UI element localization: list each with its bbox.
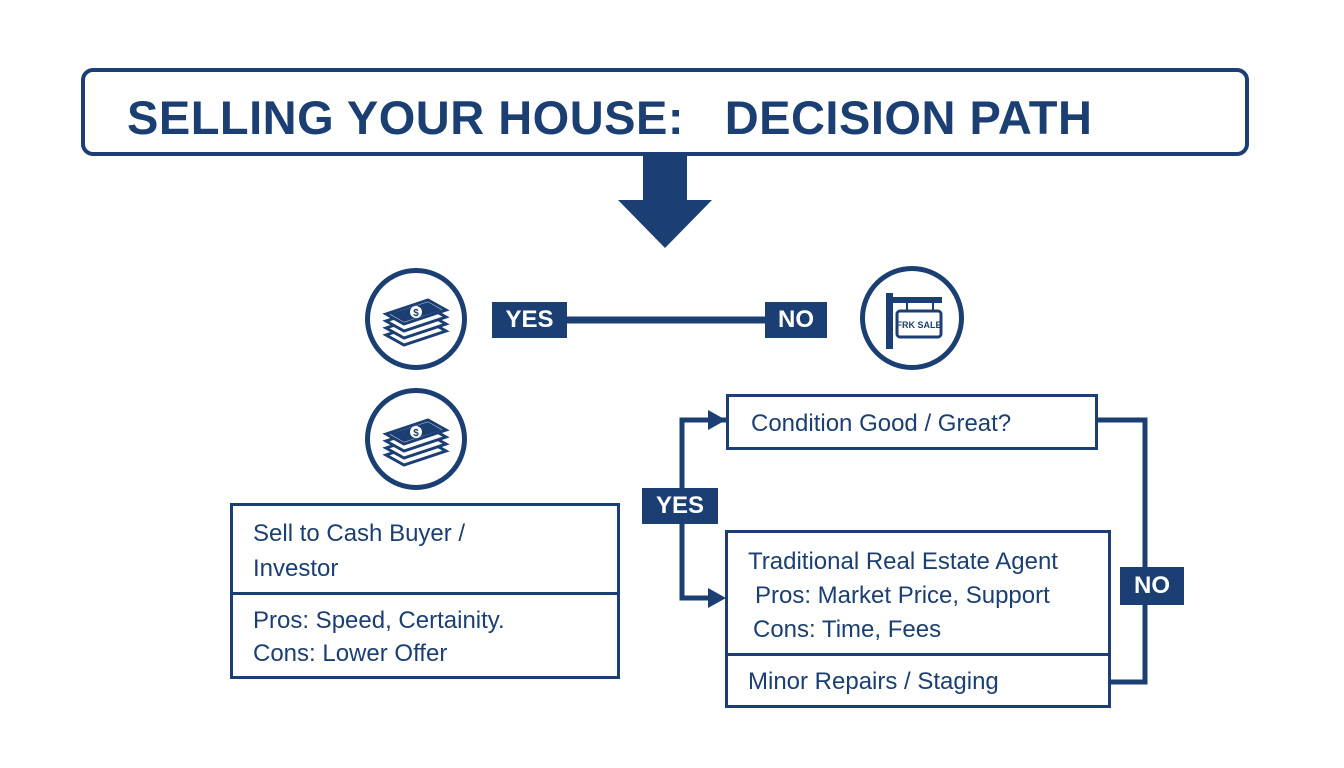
- agent-option-box: Traditional Real Estate Agent Pros: Mark…: [725, 530, 1111, 708]
- cash-buyer-title-line2: Investor: [253, 555, 339, 582]
- condition-question-box: Condition Good / Great?: [726, 394, 1098, 450]
- condition-no-label: NO: [1120, 567, 1184, 605]
- arrowhead-agent: [708, 588, 726, 608]
- agent-divider: [728, 653, 1108, 656]
- condition-yes-label: YES: [642, 488, 718, 524]
- cash-buyer-title-line1: Sell to Cash Buyer /: [253, 520, 466, 547]
- for-sale-sign-icon: FRK SALE: [886, 293, 943, 349]
- cash-stack-icon: $: [382, 418, 450, 467]
- cash-buyer-divider: [233, 592, 617, 595]
- svg-text:$: $: [413, 428, 419, 439]
- cash-buyer-cons: Cons: Lower Offer: [253, 640, 448, 667]
- condition-no-connector: [1098, 417, 1148, 685]
- cash-icon-lower: $: [365, 388, 467, 490]
- repairs-option-text: Minor Repairs / Staging: [748, 668, 999, 695]
- top-no-label: NO: [765, 302, 827, 338]
- condition-question-text: Condition Good / Great?: [751, 410, 1012, 437]
- arrowhead-condition: [708, 410, 726, 430]
- cash-buyer-pros: Pros: Speed, Certainity.: [253, 607, 505, 634]
- svg-text:$: $: [413, 308, 419, 319]
- title-box: SELLING YOUR HOUSE: DECISION PATH: [81, 68, 1249, 156]
- cash-buyer-box: Sell to Cash Buyer / Investor Pros: Spee…: [230, 503, 620, 679]
- for-sale-icon-circle: FRK SALE: [860, 266, 964, 370]
- agent-pros: Pros: Market Price, Support: [755, 582, 1050, 609]
- cash-stack-icon: $: [382, 298, 450, 347]
- cash-icon-top: $: [365, 268, 467, 370]
- agent-cons: Cons: Time, Fees: [753, 616, 942, 643]
- agent-title: Traditional Real Estate Agent: [748, 548, 1058, 575]
- sale-sign-text: FRK SALE: [897, 320, 942, 330]
- top-yes-label: YES: [492, 302, 567, 338]
- main-down-arrow: [618, 156, 712, 248]
- page-title: SELLING YOUR HOUSE: DECISION PATH: [127, 91, 1093, 144]
